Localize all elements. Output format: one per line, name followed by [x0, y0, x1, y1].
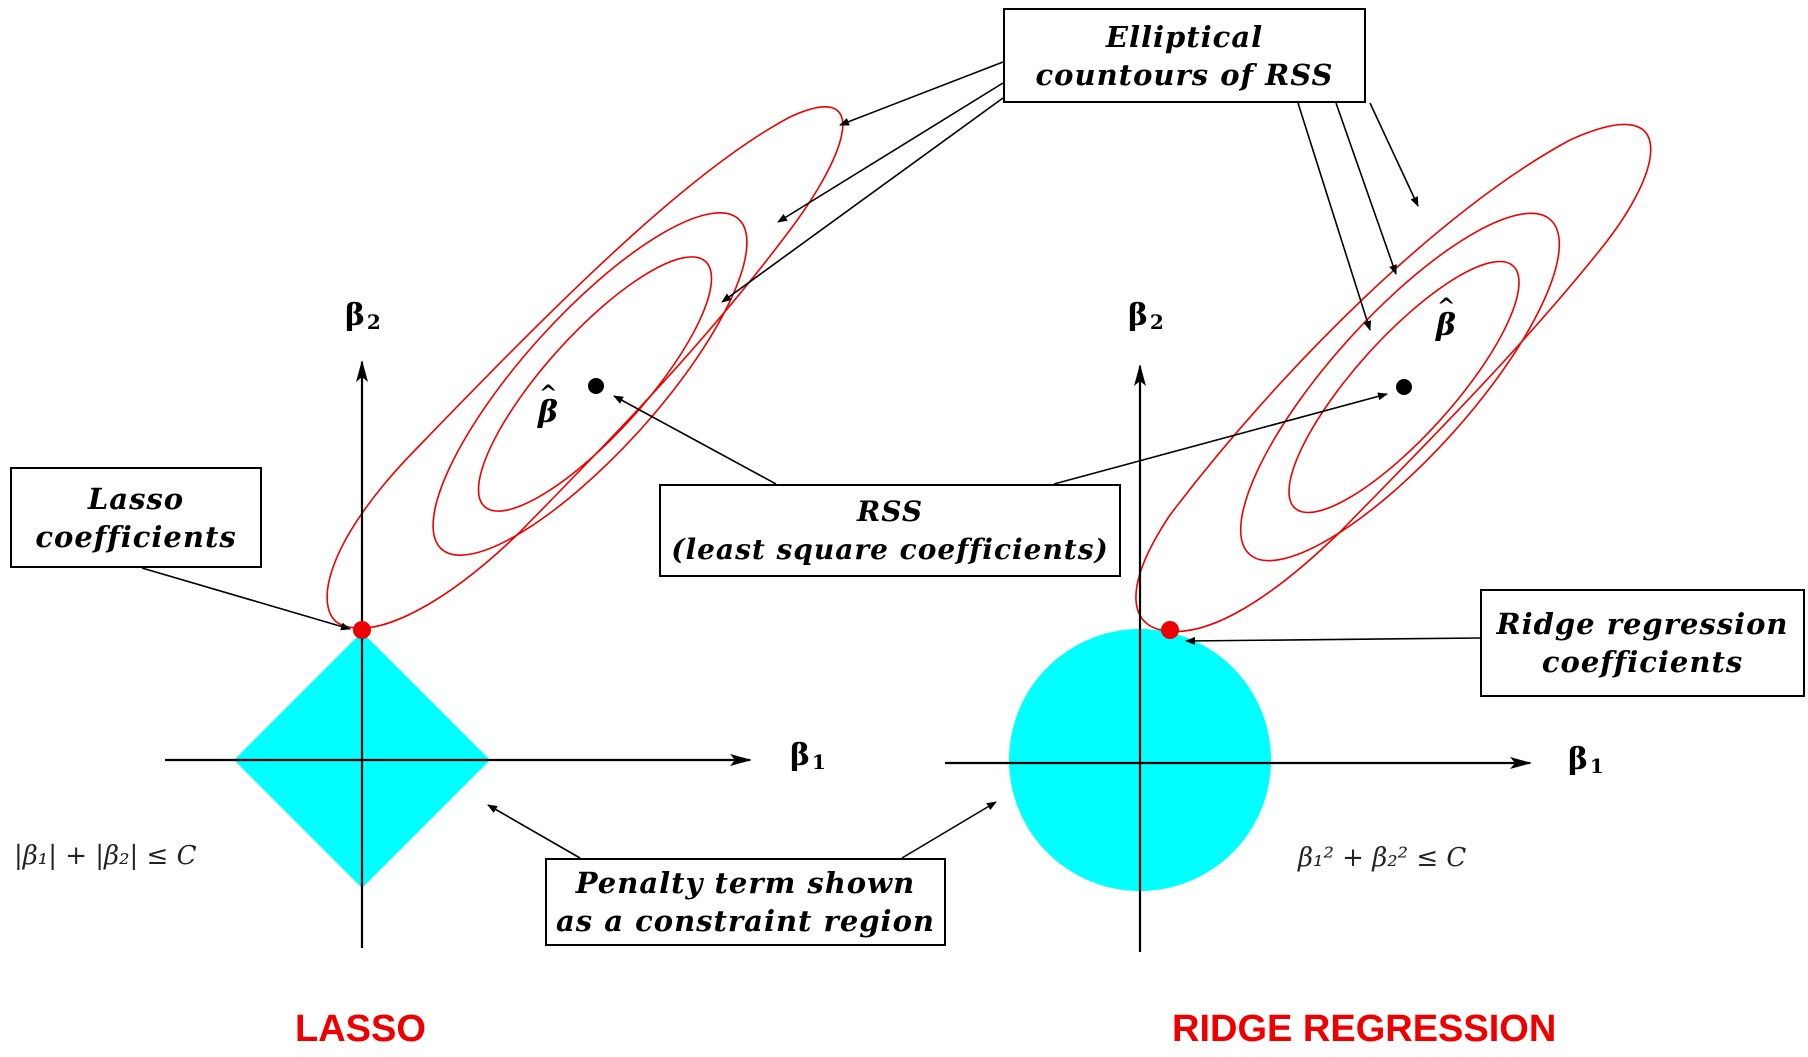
lasso-contour-inner [477, 256, 713, 512]
arrow-penalty-to-circle [901, 801, 997, 859]
penalty-line1: Penalty term shown [575, 866, 916, 900]
elliptical-contours-callout: Elliptical countours of RSS [1003, 8, 1366, 103]
arrow-lasso-coefficients [141, 567, 351, 631]
ridge-coefficients-line1: Ridge regression [1496, 607, 1789, 641]
lasso-contour-middle [432, 212, 748, 556]
rss-line2: (least square coefficients) [671, 532, 1109, 566]
penalty-callout: Penalty term shown as a constraint regio… [545, 858, 946, 946]
ridge-beta-hat-label: ^β [1436, 294, 1456, 343]
ridge-title: RIDGE REGRESSION [1172, 1008, 1557, 1050]
arrow-rss-to-lasso-point [613, 395, 777, 485]
ridge-contour-middle [1239, 212, 1561, 562]
lasso-coefficients-line1: Lasso [87, 481, 185, 516]
lasso-coefficients-line2: coefficients [35, 519, 237, 554]
arrow-ridge-coefficients [1185, 636, 1481, 645]
rss-line1: RSS [856, 494, 924, 528]
lasso-title: LASSO [295, 1008, 426, 1050]
arrow-contours-to-lasso-inner [721, 97, 1004, 303]
lasso-solution-point [353, 621, 371, 639]
lasso-rss-point [588, 378, 604, 394]
ridge-coefficients-line2: coefficients [1541, 645, 1744, 679]
ridge-solution-point [1161, 621, 1179, 639]
arrow-contours-to-lasso-outer [839, 61, 1004, 126]
ridge-contour-outer [1135, 123, 1652, 633]
ridge-contour-inner [1288, 260, 1520, 514]
lasso-coefficients-callout: Lasso coefficients [10, 467, 262, 568]
penalty-line2: as a constraint region [555, 904, 936, 938]
arrow-contours-to-ridge-middle [1335, 102, 1397, 275]
lasso-beta-hat-label: ^β [538, 381, 558, 430]
ridge-rss-contours [1135, 123, 1652, 633]
arrow-penalty-to-diamond [487, 804, 581, 859]
elliptical-contours-line1: Elliptical [1105, 19, 1264, 54]
arrow-contours-to-ridge-outer [1369, 102, 1419, 207]
ridge-rss-point [1396, 379, 1412, 395]
arrow-contours-to-lasso-middle [777, 82, 1004, 223]
arrow-contours-to-ridge-inner [1297, 102, 1372, 331]
rss-callout: RSS (least square coefficients) [659, 484, 1121, 577]
arrow-rss-to-ridge-point [1053, 392, 1388, 485]
lasso-constraint-formula: |β₁| + |β₂| ≤ C [14, 841, 197, 871]
ridge-constraint-formula: β₁² + β₂² ≤ C [1298, 843, 1467, 873]
annotation-arrows [141, 61, 1481, 859]
ridge-coefficients-callout: Ridge regression coefficients [1480, 589, 1805, 697]
elliptical-contours-line2: countours of RSS [1035, 57, 1334, 92]
